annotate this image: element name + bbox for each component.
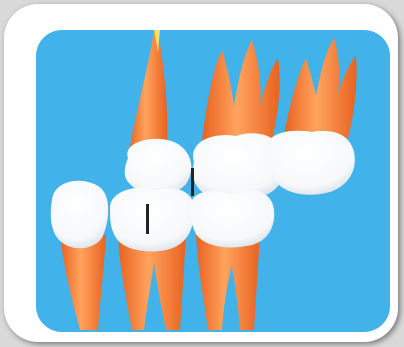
lower-molar-crown: [190, 190, 274, 247]
upper-canine-crown: [125, 139, 192, 195]
teeth-occlusion-diagram: [36, 30, 390, 332]
lower-premolar-crown: [110, 188, 194, 252]
diagram-panel: [36, 30, 390, 332]
occlusion-marker-left: [146, 204, 149, 234]
occlusion-marker-right: [191, 168, 194, 196]
upper-back-molar-crown: [267, 131, 355, 195]
diagram-frame: [4, 4, 398, 342]
lower-incisor-crown: [51, 181, 108, 249]
